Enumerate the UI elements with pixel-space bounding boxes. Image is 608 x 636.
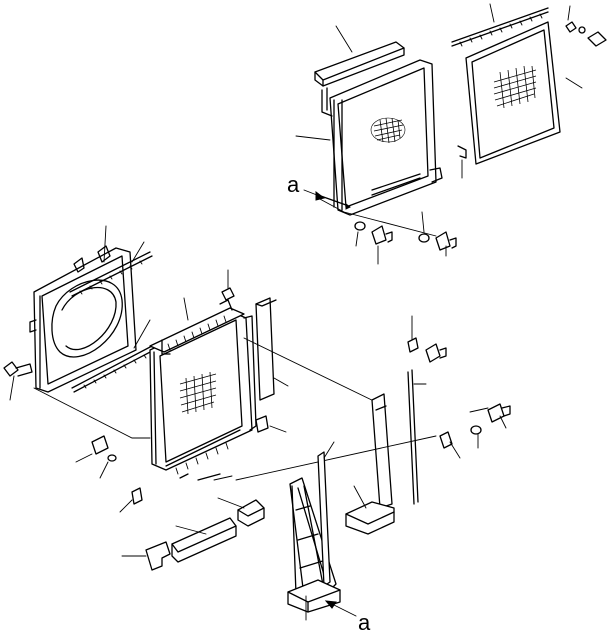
screen-mesh: [493, 65, 537, 109]
upper-cover-frame: [314, 41, 443, 216]
left-bolt: [3, 361, 33, 401]
support-stand: [287, 441, 357, 621]
arrow-a-upper: [303, 189, 326, 201]
guide-line-upper: [317, 197, 437, 237]
guide-line-right: [243, 337, 381, 405]
radiator-core: [149, 299, 257, 479]
shroud-rods: [69, 225, 155, 393]
cover-mesh-small: [370, 117, 406, 144]
right-stay-bracket: [235, 315, 511, 535]
radiator-mesh: [179, 371, 217, 415]
upper-fasteners: [354, 211, 457, 265]
upper-screen-panel: [451, 7, 607, 165]
foam-blocks: [119, 487, 265, 571]
callout-a-lower: a: [358, 610, 371, 635]
fan-shroud: [29, 245, 137, 393]
callout-a-upper: a: [287, 172, 300, 197]
leader-lines-upper: [295, 3, 583, 179]
guide-line-left: [33, 387, 151, 439]
radiator-accessories: [75, 269, 289, 481]
